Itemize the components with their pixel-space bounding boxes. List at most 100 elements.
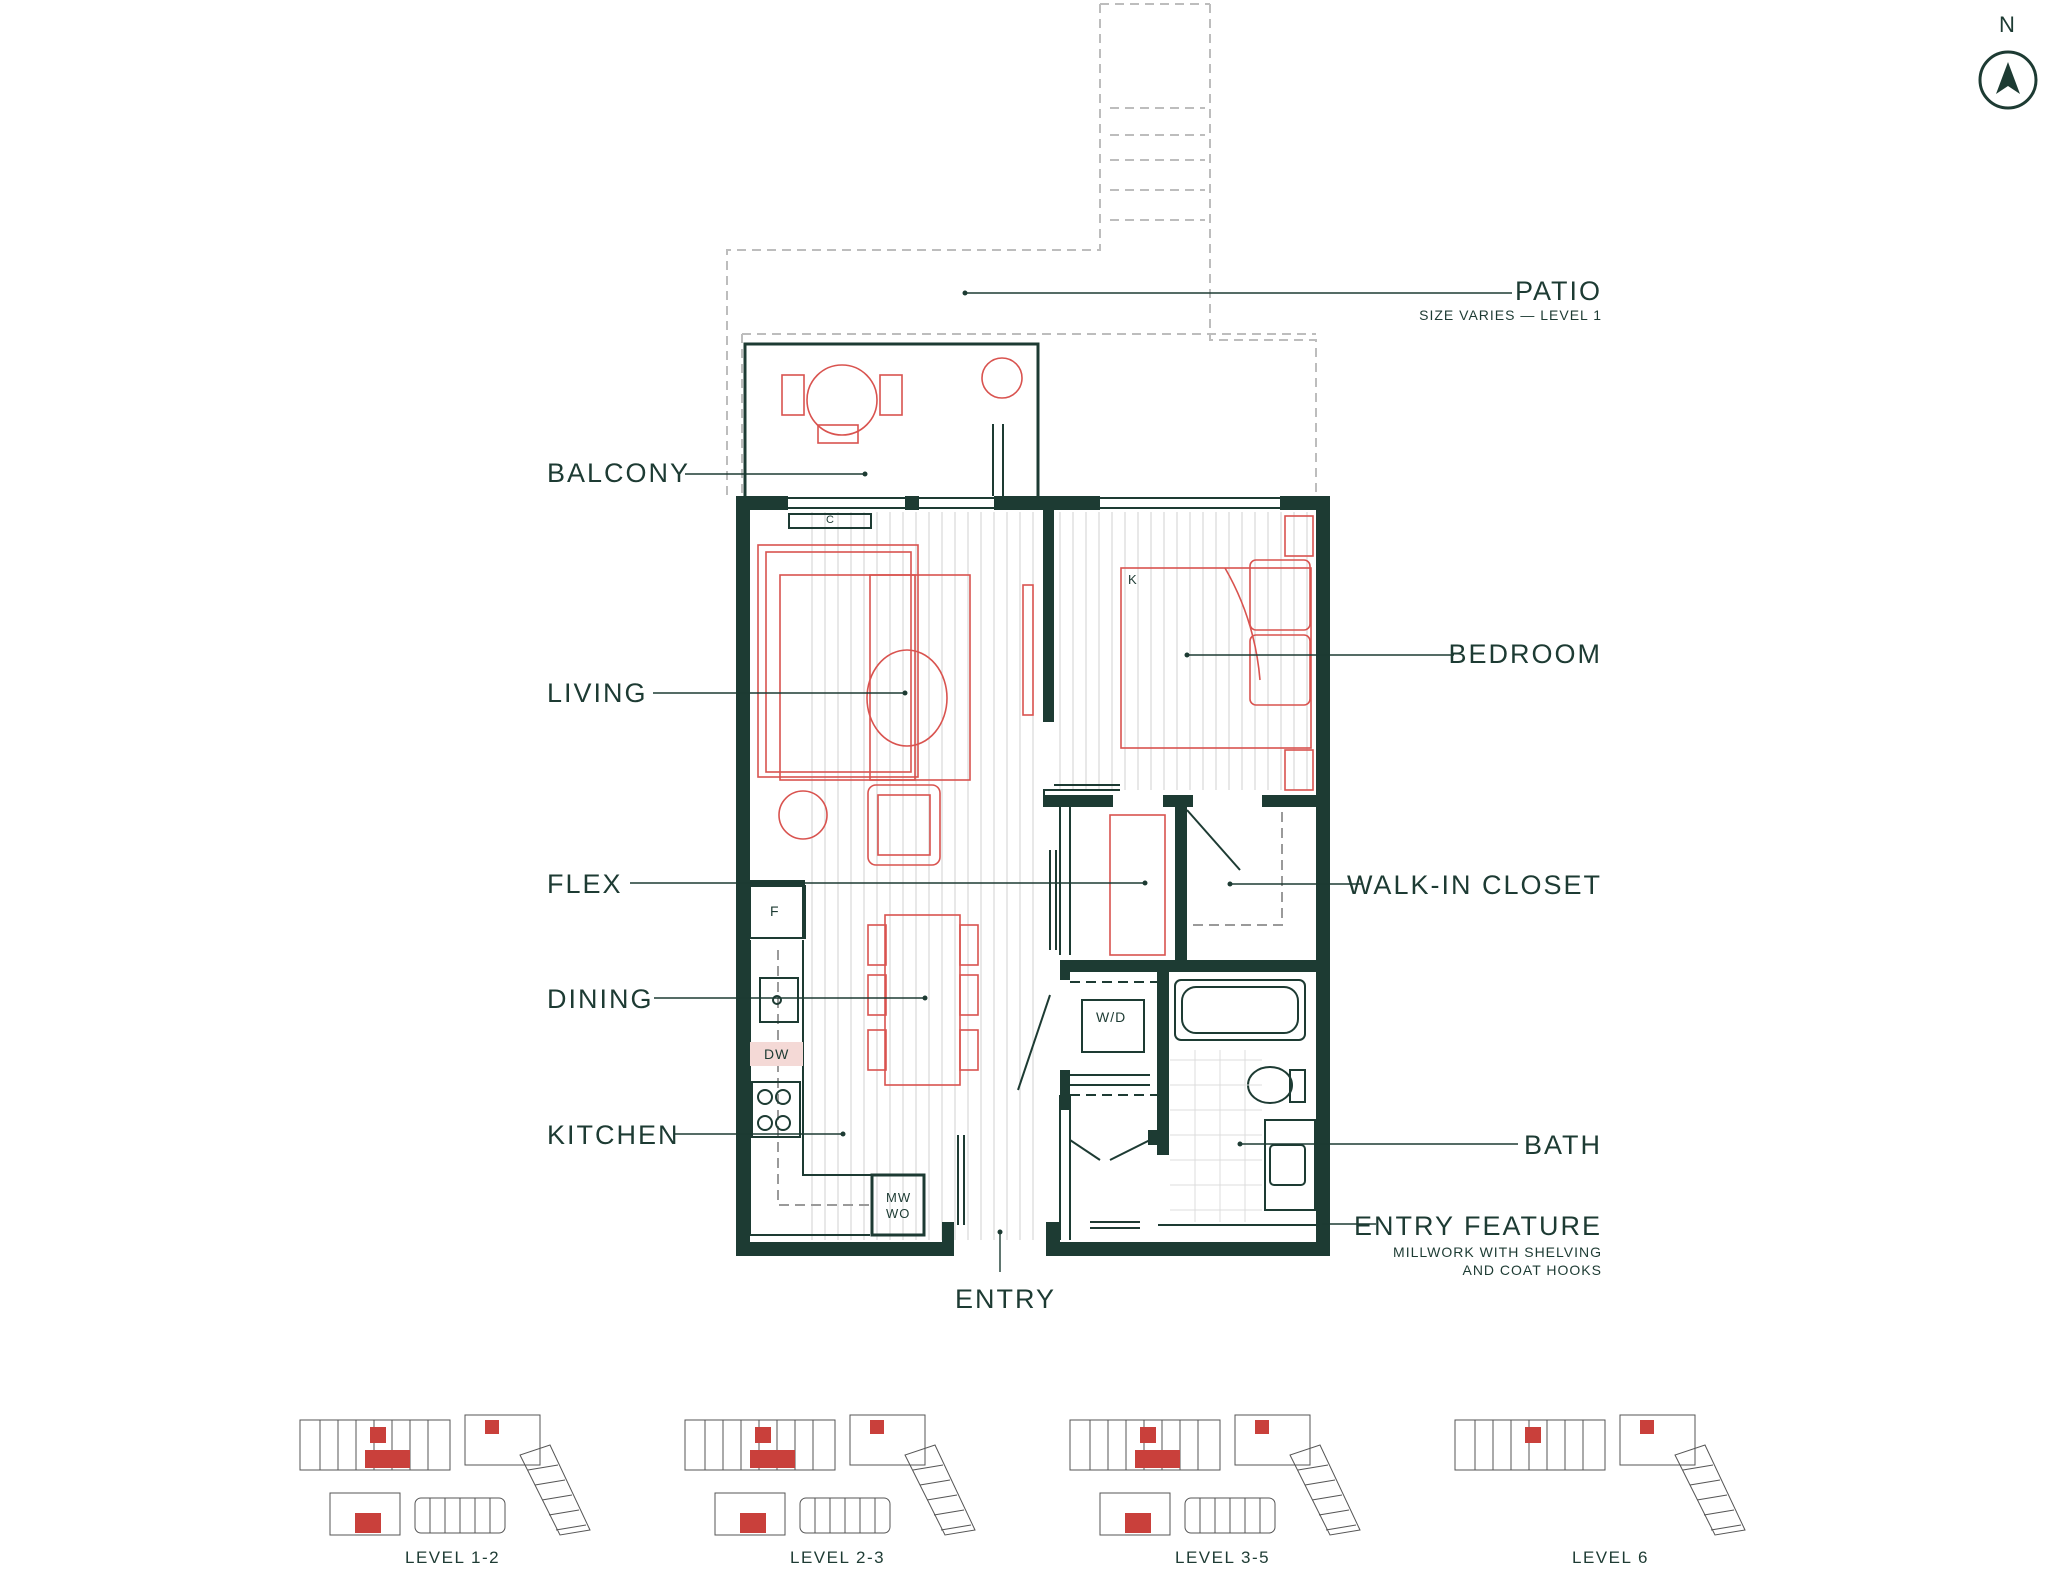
dishwasher <box>750 1042 803 1066</box>
keyplan-4 <box>1454 1414 1746 1536</box>
furniture <box>757 357 1314 1086</box>
north-label: N <box>1999 12 2017 37</box>
entry-feature-note-1: MILLWORK WITH SHELVING <box>1393 1244 1602 1260</box>
kitchen-label: KITCHEN <box>547 1120 680 1150</box>
bath-fixtures <box>1081 979 1316 1211</box>
entry-feature-note-2: AND COAT HOOKS <box>1462 1262 1602 1278</box>
keyplan-highlight <box>740 1513 766 1533</box>
balcony-label: BALCONY <box>547 458 691 488</box>
cooktop <box>751 1081 801 1138</box>
keyplan-unit-line <box>1703 1509 1735 1516</box>
dining-label: DINING <box>547 984 654 1014</box>
keyplan-wing <box>1289 1444 1361 1536</box>
keyplan-1 <box>299 1414 591 1536</box>
exterior-walls <box>736 496 1330 1256</box>
keyplan-highlight <box>365 1450 410 1468</box>
keyplan-unit-line <box>1325 1524 1357 1531</box>
microwave-label-2: WO <box>886 1206 911 1221</box>
flex-label: FLEX <box>547 869 623 899</box>
keyplan-unit-line <box>1318 1509 1350 1516</box>
doors <box>957 784 1241 1229</box>
keyplan-unit-line <box>1297 1464 1329 1471</box>
keyplan-unit-line <box>541 1494 573 1501</box>
keyplan-block <box>684 1419 836 1471</box>
bath-tile-lines <box>1170 1050 1262 1222</box>
keyplan-block <box>1099 1492 1171 1536</box>
keyplan-unit-line <box>912 1464 944 1471</box>
keyplan-unit-line <box>1696 1494 1728 1501</box>
keyplan-highlight <box>1640 1420 1654 1434</box>
keyplan-unit-line <box>548 1509 580 1516</box>
keyplan-highlight <box>370 1427 386 1443</box>
living-label: LIVING <box>547 678 648 708</box>
dishwasher-label: DW <box>764 1046 790 1062</box>
keyplan-unit-line <box>919 1479 951 1486</box>
bedroom-label: BEDROOM <box>1448 639 1602 669</box>
washer-dryer-label: W/D <box>1096 1009 1127 1025</box>
closet-shelf <box>1187 812 1283 926</box>
entry-feature-label: ENTRY FEATURE <box>1353 1211 1602 1241</box>
north-arrow-icon <box>1978 50 2038 110</box>
fridge-label: F <box>770 903 779 919</box>
key-plans <box>299 1414 1746 1536</box>
keyplan-block <box>464 1414 541 1466</box>
bed-size-label: K <box>1128 572 1137 587</box>
keyplan-block <box>714 1492 786 1536</box>
walk-in-closet-label: WALK-IN CLOSET <box>1346 870 1602 900</box>
balcony-outline <box>743 342 1040 496</box>
fridge <box>749 885 804 939</box>
patio-outline <box>726 3 1317 496</box>
keyplan-highlight <box>870 1420 884 1434</box>
leader-lines <box>630 292 1518 1272</box>
keyplan-unit-line <box>555 1524 587 1531</box>
keyplan-unit-line <box>1311 1494 1343 1501</box>
keyplan-block <box>1234 1414 1311 1466</box>
keyplan-highlight <box>1140 1427 1156 1443</box>
keyplan-3 <box>1069 1414 1361 1536</box>
console-label: C <box>826 514 834 526</box>
microwave-oven <box>870 1173 926 1237</box>
keyplan-block <box>1454 1419 1606 1471</box>
keyplan-block <box>1069 1419 1221 1471</box>
keyplan-block <box>849 1414 926 1466</box>
keyplan-unit-line <box>527 1464 559 1471</box>
floor-hatch-lines <box>811 512 1308 1240</box>
keyplan-highlight <box>355 1513 381 1533</box>
keyplan-2 <box>684 1414 976 1536</box>
keyplan-caption-1: LEVEL 1-2 <box>405 1548 501 1567</box>
keyplan-caption-2: LEVEL 2-3 <box>790 1548 886 1567</box>
keyplan-wing <box>904 1444 976 1536</box>
keyplan-unit-line <box>933 1509 965 1516</box>
keyplan-unit-line <box>1682 1464 1714 1471</box>
leader-dots <box>840 290 1243 1235</box>
keyplan-highlight <box>1125 1513 1151 1533</box>
keyplan-block <box>329 1492 401 1536</box>
keyplan-highlight <box>1525 1427 1541 1443</box>
windows <box>788 497 1280 509</box>
keyplan-highlight <box>755 1427 771 1443</box>
keyplan-highlight <box>485 1420 499 1434</box>
interior-walls <box>750 510 1330 1155</box>
keyplan-highlight <box>1255 1420 1269 1434</box>
keyplan-unit-line <box>1304 1479 1336 1486</box>
keyplan-wing <box>1674 1444 1746 1536</box>
patio-label: PATIO <box>1514 276 1602 306</box>
keyplan-wing <box>519 1444 591 1536</box>
bath-label: BATH <box>1523 1130 1602 1160</box>
keyplan-highlight <box>750 1450 795 1468</box>
keyplan-unit-line <box>1689 1479 1721 1486</box>
keyplan-unit-line <box>926 1494 958 1501</box>
kitchen-sink <box>759 977 799 1023</box>
entry-label: ENTRY <box>955 1284 1057 1314</box>
keyplan-block <box>299 1419 451 1471</box>
keyplan-block <box>1619 1414 1696 1466</box>
console-unit <box>788 513 872 529</box>
microwave-label-1: MW <box>886 1190 912 1205</box>
kitchen-counter <box>749 940 872 1236</box>
keyplan-caption-3: LEVEL 3-5 <box>1175 1548 1271 1567</box>
patio-note: SIZE VARIES — LEVEL 1 <box>1419 307 1602 323</box>
keyplan-unit-line <box>940 1524 972 1531</box>
keyplan-caption-4: LEVEL 6 <box>1572 1548 1649 1567</box>
keyplan-unit-line <box>534 1479 566 1486</box>
